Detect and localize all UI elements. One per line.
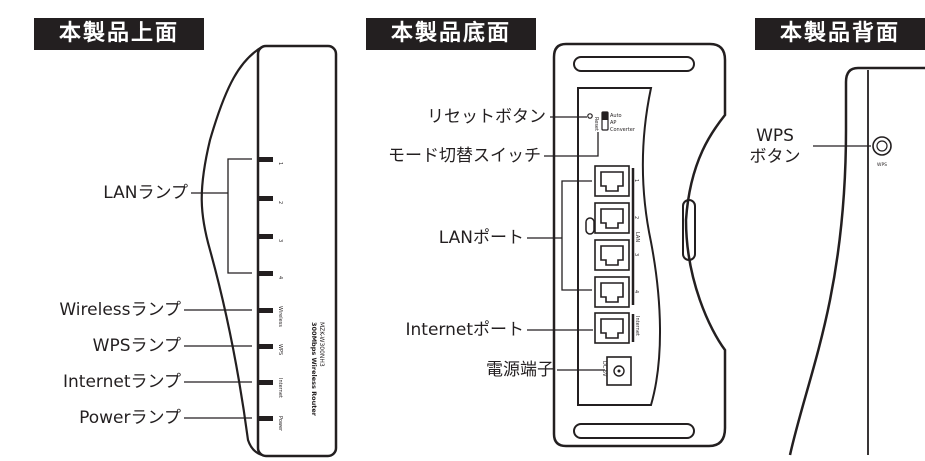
wps-button xyxy=(872,136,892,156)
mode-option-converter: Converter xyxy=(610,127,636,133)
power-lamp xyxy=(259,416,273,421)
lan-ports xyxy=(594,165,630,308)
lamp-text-3: 3 xyxy=(277,239,283,242)
dc-text: DC 5V xyxy=(601,361,607,377)
port-number-4: 4 xyxy=(633,290,639,293)
lan-lamp-label: LANランプ xyxy=(103,183,188,203)
router-bottom-view: Reset Auto AP Converter 1 2 3 4 LAN xyxy=(527,42,727,448)
lamp-text-1: 1 xyxy=(277,162,283,165)
panel-title-top: 本製品上面 xyxy=(34,18,204,50)
lan-port-label: LANポート xyxy=(438,228,524,248)
lamp-text-power: Power xyxy=(277,416,283,432)
internet-port-label: Internetポート xyxy=(405,320,524,340)
reset-hole xyxy=(587,113,593,119)
port-number-2: 2 xyxy=(633,216,639,219)
lan-port-text: LAN xyxy=(634,232,640,242)
lan-lamp-4 xyxy=(259,271,273,276)
wps-lamp-label: WPSランプ xyxy=(92,336,181,356)
wireless-lamp-label: Wirelessランプ xyxy=(59,300,181,320)
internet-lamp xyxy=(259,380,273,385)
internet-port-text: Internet xyxy=(634,316,640,336)
bottom-leader-lines xyxy=(527,116,605,371)
lamp-text-4: 4 xyxy=(277,276,283,279)
router-top-view: 1 2 3 4 Wireless WPS Internet Power 300M… xyxy=(184,44,338,458)
lamp-text-internet: Internet xyxy=(277,378,283,398)
router-back-view: WPS xyxy=(788,66,925,456)
wps-button-label-line1: WPS xyxy=(756,126,794,146)
lamps xyxy=(259,157,273,421)
internet-port xyxy=(594,312,635,344)
lan-port-1 xyxy=(594,165,630,197)
wps-button-text: WPS xyxy=(877,162,887,168)
wireless-lamp xyxy=(259,308,273,313)
reset-button-label: リセットボタン xyxy=(427,107,546,127)
lan-lamp-1 xyxy=(259,157,273,162)
wps-button-label-line2: ボタン xyxy=(749,147,801,167)
internet-lamp-label: Internetランプ xyxy=(63,372,181,392)
port-number-1: 1 xyxy=(633,179,639,182)
mode-switch-label: モード切替スイッチ xyxy=(388,146,541,166)
panel-title-back: 本製品背面 xyxy=(755,18,925,50)
lan-port-3 xyxy=(594,239,630,271)
model-number: MZK-W300NH3 xyxy=(318,322,325,367)
wps-lamp xyxy=(259,344,273,349)
lamp-text-wireless: Wireless xyxy=(277,306,283,327)
lamp-text-2: 2 xyxy=(277,201,283,204)
reset-text: Reset xyxy=(593,117,599,131)
lan-port-2 xyxy=(594,202,630,234)
lan-lamp-2 xyxy=(259,196,273,201)
mode-option-auto: Auto xyxy=(610,113,622,119)
port-number-3: 3 xyxy=(633,253,639,256)
panel-title-bottom: 本製品底面 xyxy=(366,18,536,50)
dc-jack xyxy=(606,356,632,386)
top-leader-lines xyxy=(184,158,252,419)
lan-port-4 xyxy=(594,276,630,308)
lamp-text-wps: WPS xyxy=(277,344,283,355)
power-lamp-label: Powerランプ xyxy=(79,408,181,428)
lan-lamp-3 xyxy=(259,234,273,239)
mode-option-ap: AP xyxy=(610,120,616,126)
model-name: 300Mbps Wireless Router xyxy=(310,322,318,417)
power-jack-label: 電源端子 xyxy=(486,360,554,380)
